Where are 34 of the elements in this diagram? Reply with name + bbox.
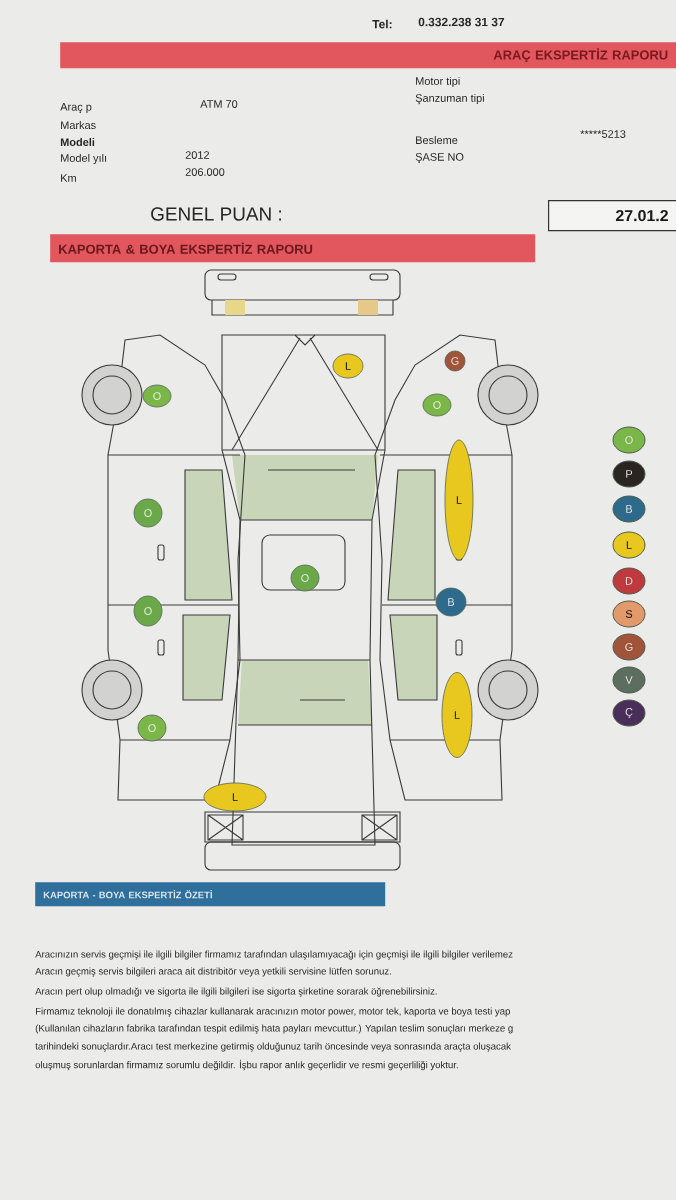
legend-key: O [612,426,646,454]
legend-key: P [612,460,646,488]
field-label: Km [61,174,76,182]
disclaimer-line: Firmamız teknoloji ile donatılmış cihazlar kullanarak aracınızın motor power, motor tek, kaporta ve boya testi yap [36,1007,510,1017]
field-value: *****5213 [580,130,626,138]
legend-key: S [612,600,646,628]
disclaimer-line: Aracınızın servis geçmişi ile ilgili bilgiler firmamız tarafından ulaşılamıyacağı için geçmişi ile ilgili bilgiler verilemez [35,950,513,960]
field-label: Şanzuman tipi [415,93,484,105]
field-label: Markas [61,121,96,130]
disclaimer-line: oluşmuş sorunlardan firmamız sorumlu değildir. İşbu rapor anlık geçerlidir ve resmi geçerliliği yoktur. [35,1059,458,1071]
legend-key: B [612,495,646,523]
phone-number: 0.332.238 31 37 [418,17,505,27]
disclaimer-line: (Kullanılan cihazların fabrika tarafından tespit edilmiş hata payları mevcuttur.) Yapılan teslim sonuçları merkeze g [35,1024,513,1034]
field-label: ŞASE NO [415,153,464,163]
field-label: Modeli [60,138,95,147]
tel-label: Tel: [372,19,392,29]
field-label: Besleme [416,136,458,145]
heading-band: ARAÇ EKSPERTİZ RAPORU [60,42,676,69]
field-value: ATM 70 [200,100,238,108]
field-value: 2012 [185,151,209,159]
field-label: Model yılı [61,153,107,165]
disclaimer-line: tarihindeki sonuçlardır.Aracı test merkezine getirmiş olduğunuz tarih öncesinde veya sonrasında araçta oluşacak [35,1042,511,1052]
field-value: 206.000 [185,168,225,176]
disclaimer-line: Aracın geçmiş servis bilgileri araca ait distribitör veya yetkili servisine lütfen sorunuz. [35,967,391,977]
legend-key: G [612,633,646,661]
field-label: Araç p [60,103,92,113]
legend-key: V [612,666,646,694]
legend-key: L [612,531,646,559]
heading-band: KAPORTA - BOYA EKSPERTİZ ÖZETİ [35,882,386,907]
date-box: 27.01.2 [548,200,676,232]
heading-band: KAPORTA & BOYA EKSPERTİZ RAPORU [50,234,536,263]
legend-key: Ç [612,699,646,727]
legend-key: D [612,567,646,595]
disclaimer-line: Aracın pert olup olmadığı ve sigorta ile ilgili bilgileri ise sigorta şirketine sorarak öğrenebilirsiniz. [35,987,437,997]
